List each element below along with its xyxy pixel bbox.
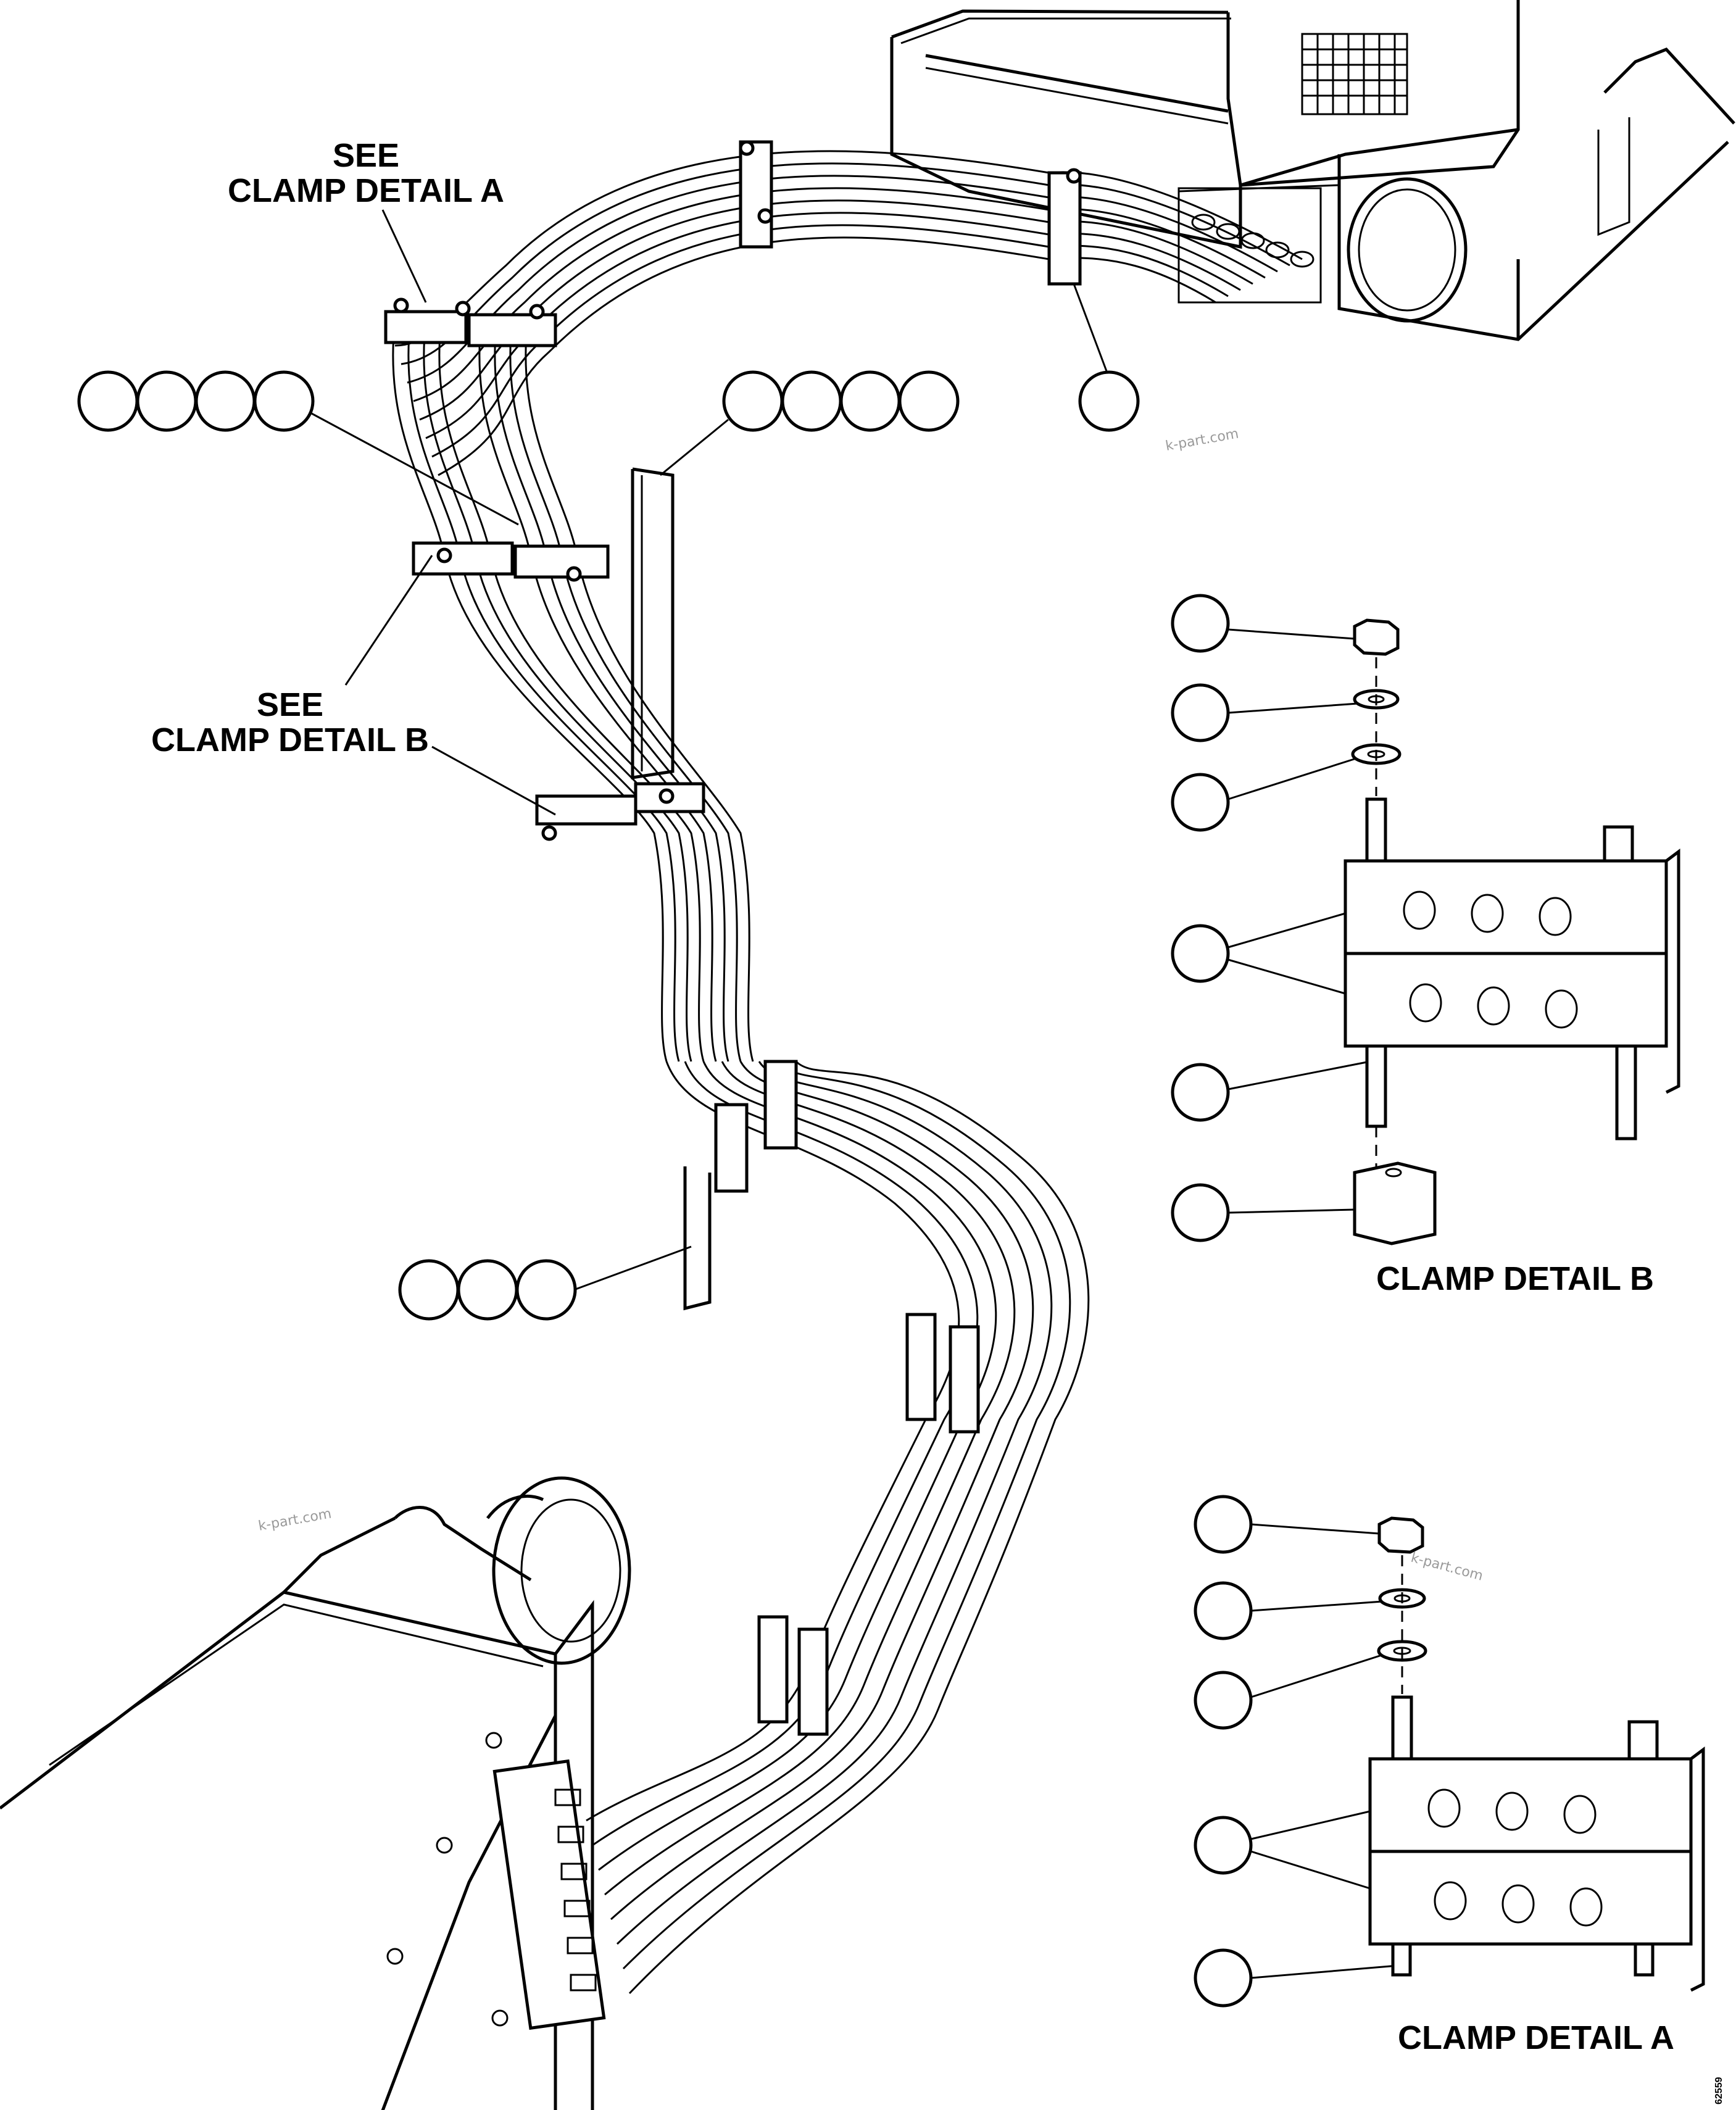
see-clamp-b-line2: CLAMP DETAIL B [151, 721, 429, 758]
clamp-detail-a: CLAMP DETAIL A [1194, 1495, 1705, 2056]
clamp-detail-b-location [412, 541, 610, 582]
upper-housing [890, 0, 1735, 341]
clamp-mid-lower [535, 782, 705, 841]
figure-code: 62559 [1714, 2077, 1724, 2104]
callout-group-center [722, 370, 960, 432]
callout-group-left [77, 370, 315, 432]
lower-housing [0, 1476, 631, 2110]
watermark: k-part.com [1165, 426, 1240, 454]
clamp-upper-mid [739, 140, 773, 249]
see-clamp-a-line1: SEE [333, 137, 399, 174]
clamp-center [714, 1060, 798, 1193]
mounting-bracket-upper [631, 467, 675, 779]
clamp-detail-b-title: CLAMP DETAIL B [1376, 1260, 1654, 1297]
clamp-upper-right [1047, 168, 1082, 286]
clamp-detail-b: CLAMP DETAIL B [1171, 594, 1680, 1297]
watermark: k-part.com [1409, 1550, 1484, 1584]
clamp-right-lower [905, 1313, 980, 1434]
watermark: k-part.com [257, 1506, 333, 1534]
hose-bundle-lower [586, 1060, 1090, 1995]
see-clamp-a-line2: CLAMP DETAIL A [228, 172, 504, 209]
mounting-bracket-lower [683, 1166, 712, 1311]
clamp-bottom-mid [757, 1615, 829, 1736]
clamp-top-left [384, 297, 557, 347]
clamp-detail-a-title: CLAMP DETAIL A [1398, 2019, 1674, 2056]
see-clamp-b-line1: SEE [257, 686, 323, 723]
leader-lines [311, 209, 1112, 1291]
hose-bundle-descending [392, 320, 754, 1062]
grille [1301, 33, 1408, 115]
callout-single-right [1078, 370, 1140, 432]
callout-group-bracket [398, 1259, 577, 1321]
